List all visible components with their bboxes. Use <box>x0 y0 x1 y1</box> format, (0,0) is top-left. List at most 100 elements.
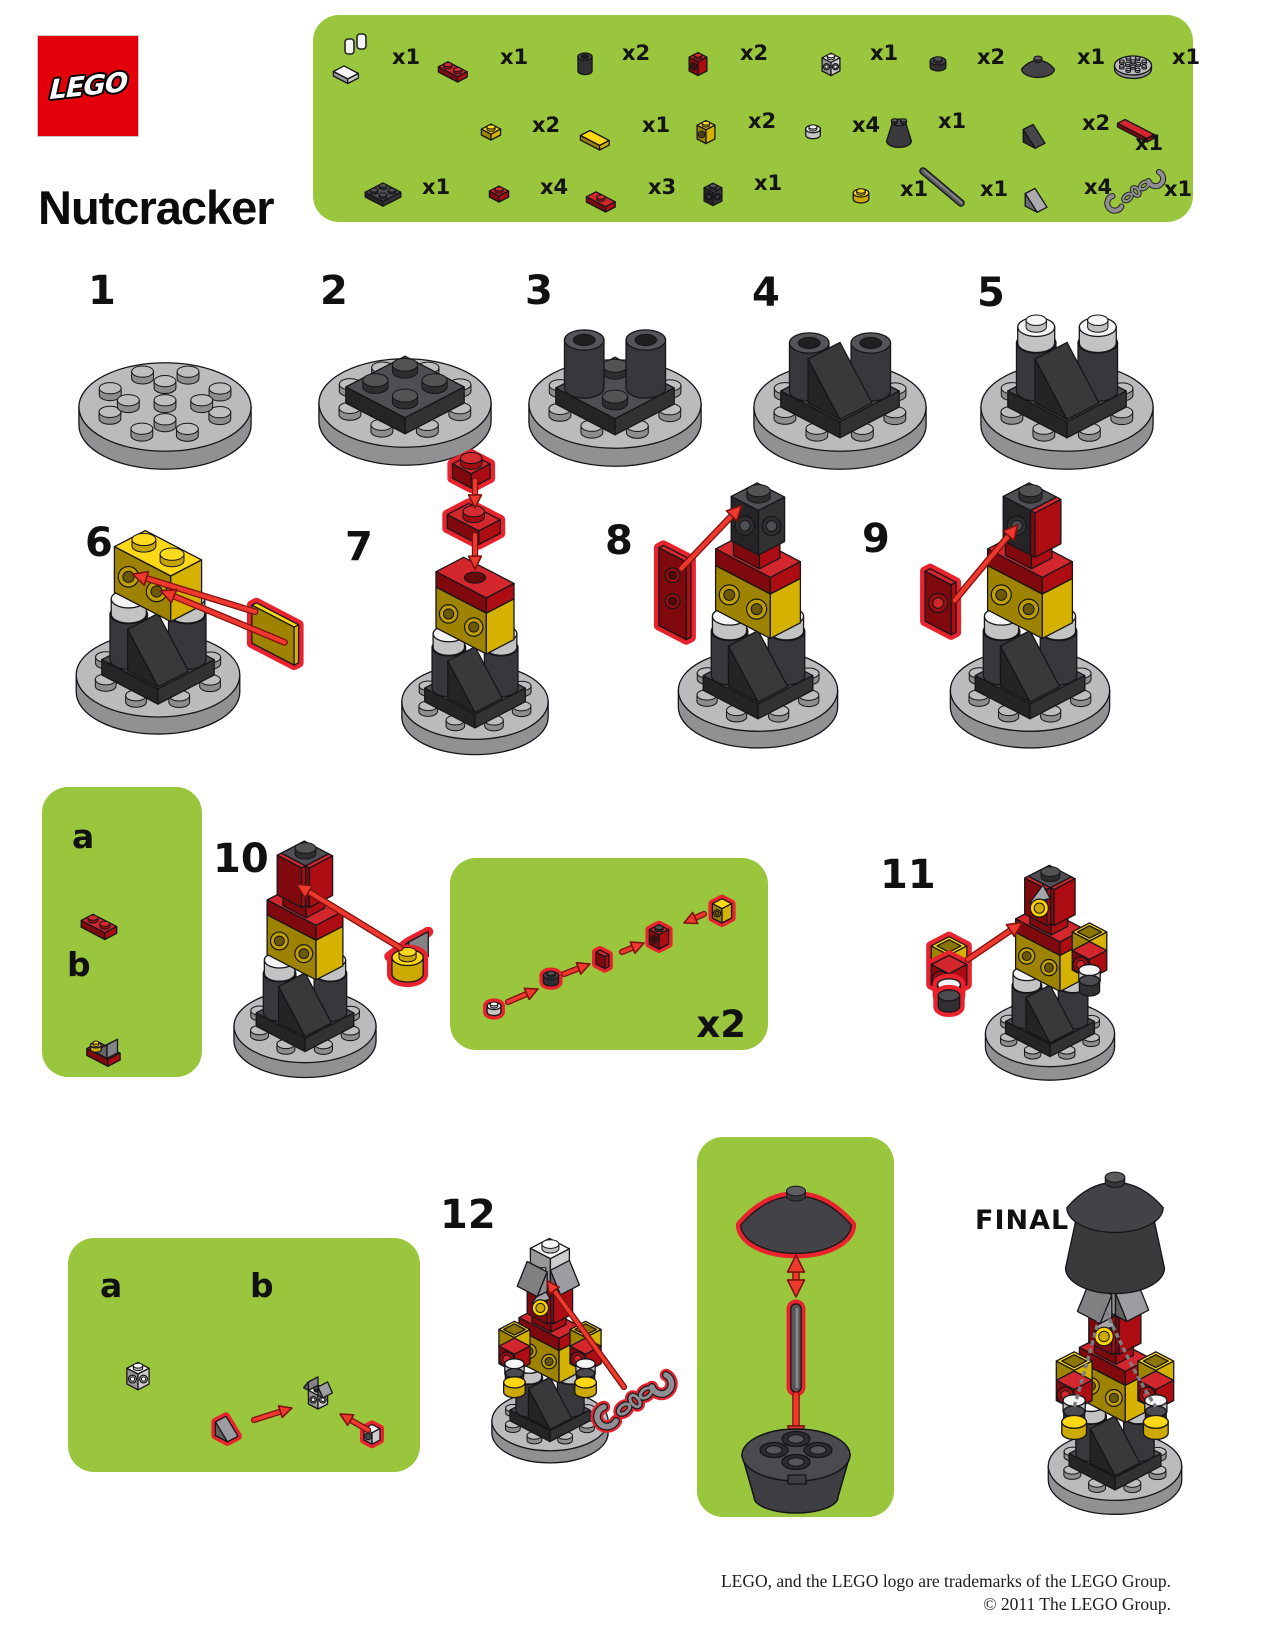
step-3-illustration <box>528 329 702 467</box>
step-number-9: 9 <box>862 516 890 562</box>
part-item: x1 <box>1103 29 1200 85</box>
page-title: Nutcracker <box>38 181 275 234</box>
part-item: x2 <box>1013 95 1110 151</box>
step-number-4: 4 <box>752 270 780 316</box>
part-item: x1 <box>685 155 782 211</box>
part-qty: x2 <box>532 113 561 137</box>
part-icon-red-1x2-plate <box>437 61 468 83</box>
step-6-illustration <box>75 529 304 735</box>
part-item: x4 <box>471 159 568 215</box>
part-item: x1 <box>801 25 898 81</box>
x2-label: x2 <box>696 1003 746 1046</box>
part-item: x2 <box>553 25 650 81</box>
part-icon-dark-slope <box>1022 123 1046 149</box>
part-icon-red-headlight-brick <box>688 51 708 77</box>
part-qty: x2 <box>977 45 1006 69</box>
step-12-illustration <box>491 1237 678 1464</box>
part-qty: x4 <box>1084 175 1113 199</box>
part-item: x1 <box>831 161 928 217</box>
part-qty: x4 <box>540 175 569 199</box>
step-4-illustration <box>753 332 927 470</box>
part-qty: x2 <box>1082 111 1111 135</box>
step-number-5: 5 <box>977 270 1005 316</box>
part-icon-dark-brick-4-side-studs <box>703 182 723 207</box>
substep-label-b: b <box>67 945 91 984</box>
part-icon-yellow-1x2-tile <box>579 129 610 151</box>
part-item: x2 <box>908 29 1005 85</box>
part-qty: x2 <box>622 41 651 65</box>
part-item: x1 <box>911 161 1008 217</box>
part-qty: x1 <box>642 113 671 137</box>
part-item: x2 <box>463 97 560 153</box>
part-icon-black-round-plate <box>929 56 947 72</box>
part-item: x1 <box>1113 91 1177 155</box>
part-icon-red-1x1-plate <box>488 185 510 203</box>
part-qty: x1 <box>1172 45 1201 69</box>
part-item: x1 <box>353 159 450 215</box>
pole-assembly-illustration <box>735 1185 857 1514</box>
part-qty: x3 <box>648 175 677 199</box>
step-number-11: 11 <box>880 852 936 898</box>
part-qty: x1 <box>900 177 929 201</box>
part-icon-yellow-round-plate <box>852 188 870 204</box>
arm-assembly-illustration <box>483 894 736 1020</box>
substep-b-head-assembly <box>211 1376 384 1449</box>
copyright: LEGO, and the LEGO logo are trademarks o… <box>411 1570 1171 1616</box>
part-qty: x2 <box>740 41 769 65</box>
step-10-illustration <box>233 840 434 1079</box>
part-icon-black-round-brick <box>577 52 593 76</box>
x2-callout-box: x2 <box>450 858 768 1050</box>
part-qty: x1 <box>754 171 783 195</box>
part-qty: x1 <box>1077 45 1106 69</box>
part-item: x1 <box>431 29 528 85</box>
step-number-2: 2 <box>320 268 348 314</box>
part-qty: x1 <box>392 45 421 69</box>
part-qty: x1 <box>870 41 899 65</box>
part-item: x1 <box>1104 161 1192 217</box>
part-icon-black-dish <box>1020 55 1056 79</box>
part-icon-yellow-1x1-plate <box>480 123 502 141</box>
final-label: FINAL <box>975 1205 1070 1236</box>
copyright-line-2: © 2011 The LEGO Group. <box>983 1593 1171 1614</box>
part-icon-dark-2x2-plate <box>364 182 402 207</box>
step-2-illustration <box>318 355 492 466</box>
pole-assembly-box <box>697 1137 894 1517</box>
final-illustration <box>1047 1171 1183 1515</box>
step-number-1: 1 <box>88 268 116 314</box>
step-11-illustration <box>926 864 1116 1081</box>
part-item: x1 <box>323 29 420 85</box>
step-number-8: 8 <box>605 518 633 564</box>
part-qty: x2 <box>748 109 777 133</box>
part-item: x2 <box>671 25 768 81</box>
part-icon-red-1x4-tile <box>1116 118 1155 143</box>
part-icon-chain-with-hooks <box>1104 169 1167 214</box>
part-icon-white-round-plate <box>805 124 821 140</box>
step-8-illustration <box>653 482 839 749</box>
substeps-box-1: a b <box>42 787 202 1077</box>
substep-a-part-red-1x2-plate <box>80 913 118 941</box>
step-9-illustration <box>920 482 1111 749</box>
step-7-illustration <box>401 449 549 756</box>
step-number-12: 12 <box>440 1192 496 1238</box>
substeps-box-2: a b <box>68 1238 420 1472</box>
substep-label-b: b <box>250 1266 274 1305</box>
part-icon-gray-round-plate <box>1113 55 1153 80</box>
part-icon-gray-slope <box>1024 187 1048 213</box>
part-qty: x4 <box>852 113 881 137</box>
part-qty: x1 <box>1135 131 1164 155</box>
copyright-line-1: LEGO, and the LEGO logo are trademarks o… <box>720 1571 1171 1591</box>
substep-a-part-white-cube <box>126 1361 150 1391</box>
part-icon-black-cone <box>886 118 912 148</box>
part-icon-red-jumper-plate <box>585 191 616 213</box>
substep-label-a: a <box>100 1266 123 1305</box>
part-qty: x1 <box>980 177 1009 201</box>
part-item: x3 <box>579 159 676 215</box>
step-number-7: 7 <box>345 524 373 570</box>
step-5-illustration <box>980 314 1154 470</box>
part-item: x4 <box>783 97 880 153</box>
step-1-illustration <box>78 362 252 470</box>
part-qty: x1 <box>422 175 451 199</box>
step-number-10: 10 <box>213 836 269 882</box>
lego-logo: LEGO <box>37 35 139 137</box>
part-item: x1 <box>869 93 966 149</box>
